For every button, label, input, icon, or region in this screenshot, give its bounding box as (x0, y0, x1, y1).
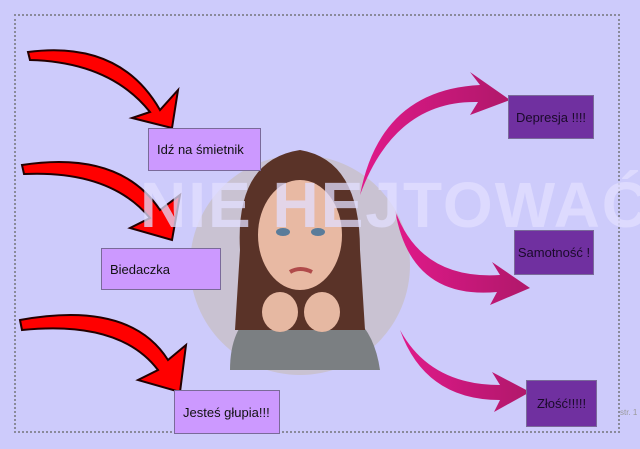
label-box: Depresja !!!! (508, 95, 594, 139)
pink-arrow-3 (400, 330, 530, 412)
watermark: NIE HEJTOWAĆ (140, 169, 640, 241)
pink-arrow-1 (360, 72, 510, 195)
pink-arrow-2 (395, 210, 530, 305)
page-border (14, 14, 620, 433)
page-number: str. 1 (620, 408, 638, 417)
label-box: Idź na śmietnik (148, 128, 261, 171)
label-box: Jesteś głupia!!! (174, 390, 280, 434)
red-arrow-1 (26, 49, 180, 130)
photo-woman (190, 150, 410, 375)
red-arrow-2 (20, 161, 182, 242)
label-box: Biedaczka (101, 248, 221, 290)
label-box: Złość!!!!! (526, 380, 597, 427)
label-box: Samotność ! (514, 230, 594, 275)
red-arrow-3 (18, 314, 188, 394)
